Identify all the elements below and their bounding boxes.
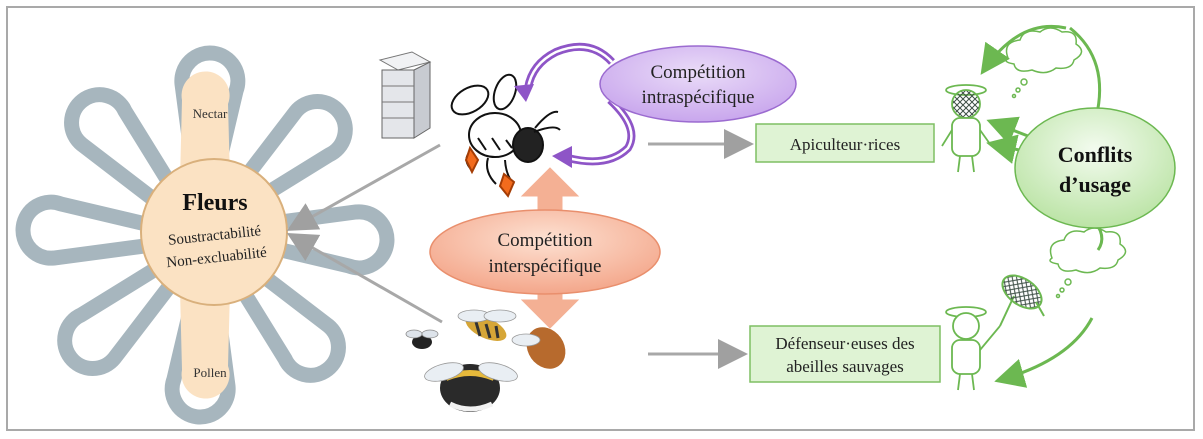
intraspecific-competition: Compétition intraspécifique	[599, 45, 797, 123]
arrow-wildbees-to-flower	[286, 233, 443, 324]
intraspecific-loop-arrows	[514, 41, 637, 168]
defenders-box: Défenseur·euses des abeilles sauvages	[749, 325, 941, 383]
thought-cloud-icon	[1005, 27, 1083, 99]
intraspecific-line-1: Compétition	[651, 62, 747, 83]
flower: Nectar Pollen Fleurs Soustractabilité No…	[15, 45, 395, 425]
interspecific-line-2: interspécifique	[489, 256, 602, 277]
bumblebee	[424, 362, 518, 412]
nectar-label: Nectar	[193, 106, 228, 121]
intraspecific-line-2: intraspécifique	[642, 87, 755, 108]
beekeepers-box: Apiculteur·rices	[755, 123, 935, 163]
wild-bees-icon	[405, 309, 566, 412]
defenders-label-line-1: Défenseur·euses des	[775, 334, 914, 353]
flower-petals	[15, 45, 395, 425]
nectar-petal	[180, 71, 230, 180]
small-black-bee	[405, 329, 439, 349]
usage-conflicts: Conflits d’usage	[1014, 107, 1176, 229]
beekeeper-icon	[941, 84, 991, 173]
flower-title: Fleurs	[182, 190, 247, 216]
pollen-basket-left	[464, 145, 480, 175]
naturalist-icon	[945, 306, 1001, 391]
usage-conflicts-line-2: d’usage	[1059, 172, 1131, 197]
flower-center	[140, 158, 288, 306]
beekeepers-label: Apiculteur·rices	[790, 135, 900, 154]
defenders-label-line-2: abeilles sauvages	[786, 357, 904, 376]
butterfly-net-icon	[999, 274, 1045, 327]
honeybee-icon	[450, 73, 561, 198]
arrow-honeybee-to-flower	[286, 143, 441, 231]
interspecific-line-1: Compétition	[498, 230, 594, 251]
pollen-basket-right	[498, 172, 516, 198]
wasp-like-bee	[457, 309, 517, 341]
orange-bee	[511, 327, 566, 369]
pollen-label: Pollen	[193, 365, 227, 380]
thought-cloud-icon-lower	[1049, 227, 1127, 299]
pollen-petal	[180, 290, 230, 399]
beehive-icon	[378, 51, 432, 139]
interspecific-competition: Compétition interspécifique	[429, 209, 661, 295]
usage-conflicts-line-1: Conflits	[1058, 142, 1133, 167]
